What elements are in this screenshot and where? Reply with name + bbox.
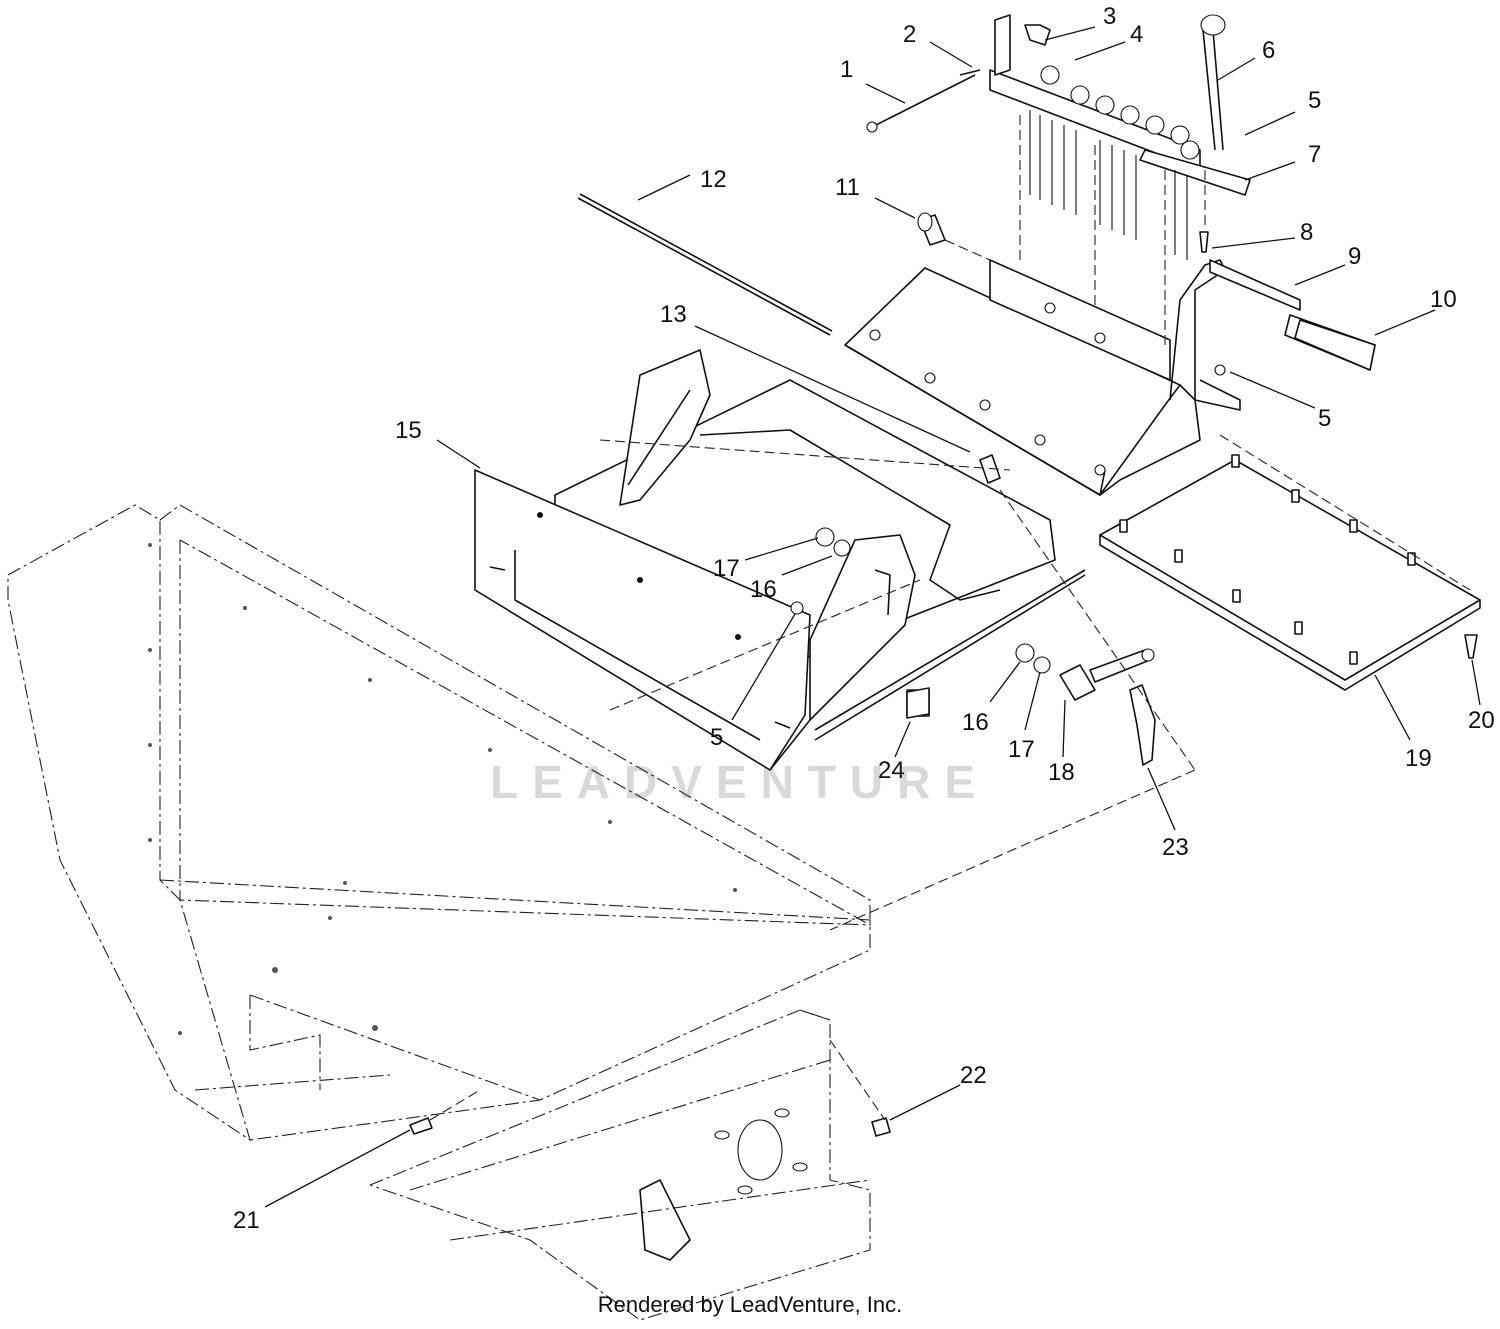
callout-16-lower: 16	[962, 709, 989, 736]
callout-9: 9	[1348, 243, 1361, 270]
callout-2: 2	[903, 21, 916, 48]
bushing-11	[917, 212, 946, 246]
bolt-8	[1199, 231, 1209, 253]
callout-22: 22	[960, 1062, 987, 1089]
callout-23: 23	[1162, 834, 1189, 861]
callout-21: 21	[233, 1207, 260, 1234]
callout-10: 10	[1430, 286, 1457, 313]
washer-17a	[815, 527, 835, 547]
grip-10	[1294, 319, 1376, 371]
callout-20: 20	[1468, 707, 1495, 734]
cam-23	[1129, 684, 1156, 766]
bolt-22	[871, 1117, 891, 1137]
nut-5-lower	[790, 601, 804, 615]
washer-17b	[1033, 656, 1051, 674]
callout-4: 4	[1130, 21, 1143, 48]
callout-16-top: 16	[750, 576, 777, 603]
callout-5-lower: 5	[710, 724, 723, 751]
callout-24: 24	[878, 757, 905, 784]
callout-17-lower: 17	[1008, 736, 1035, 763]
comb-tines	[1029, 110, 1188, 260]
decal-24	[906, 687, 930, 719]
callout-18: 18	[1048, 759, 1075, 786]
cable-1	[866, 69, 981, 133]
base-frame-assembly	[474, 349, 1086, 771]
callout-8: 8	[1300, 219, 1313, 246]
lynch-pin-6	[1200, 14, 1226, 151]
washer-16a	[833, 539, 851, 557]
callout-5-top: 5	[1308, 87, 1321, 114]
callout-17-top: 17	[713, 555, 740, 582]
callout-6: 6	[1262, 37, 1275, 64]
washer-16b	[1015, 643, 1035, 663]
leader-lines	[264, 26, 1481, 1208]
callout-12: 12	[700, 166, 727, 193]
rod-12	[577, 197, 831, 336]
callout-labels: 1 2 3 4 6 5 7 12 11 8 9 10 13 5 15 17 16…	[233, 3, 1495, 1234]
callout-7: 7	[1308, 141, 1321, 168]
bolt-21	[409, 1117, 433, 1135]
callout-15: 15	[395, 417, 422, 444]
callout-19: 19	[1405, 745, 1432, 772]
comb-clips	[1040, 65, 1200, 160]
callout-5-right: 5	[1318, 405, 1331, 432]
side-plate-19	[1099, 434, 1481, 691]
callout-1: 1	[840, 56, 853, 83]
comb-rake-assembly	[989, 14, 1251, 345]
hopper-frame-phantom	[7, 504, 871, 1321]
callout-11: 11	[835, 174, 860, 201]
knob-handle-18	[1059, 648, 1155, 701]
watermark-text: LEADVENTURE	[490, 756, 989, 808]
callout-13: 13	[660, 301, 687, 328]
assembly-dashes	[429, 239, 1196, 1121]
frame-holes	[148, 543, 737, 1035]
bolt-20	[1464, 634, 1478, 659]
render-credit: Rendered by LeadVenture, Inc.	[597, 1292, 903, 1317]
callout-3: 3	[1103, 3, 1116, 30]
